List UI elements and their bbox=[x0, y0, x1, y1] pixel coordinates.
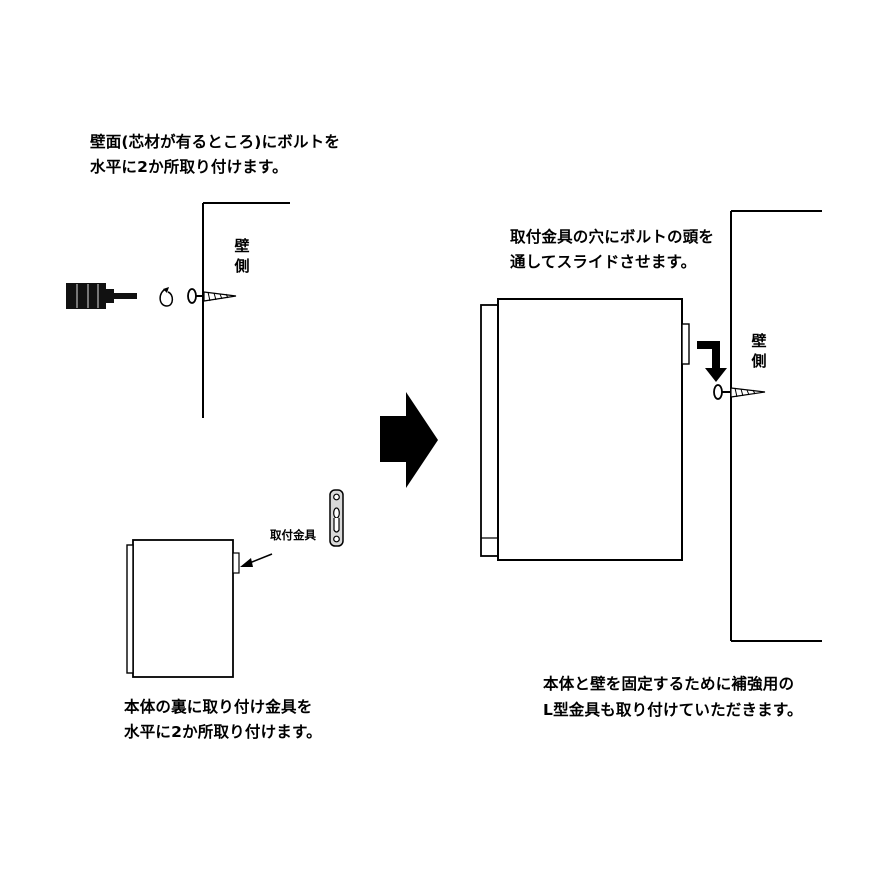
wall-label-char-2: 側 bbox=[751, 352, 767, 370]
wall-label-char-2: 側 bbox=[234, 257, 250, 275]
bolt-2 bbox=[713, 384, 766, 400]
rotation-arrow-icon bbox=[159, 287, 174, 307]
cabinet-2 bbox=[480, 298, 690, 561]
step2-instruction-line1: 本体の裏に取り付け金具を bbox=[124, 698, 313, 716]
wall-label-char-1: 壁 bbox=[234, 237, 250, 255]
step2-instruction-line2: 水平に2か所取り付けます。 bbox=[124, 723, 322, 741]
step4-instruction-line2: L型金具も取り付けていただきます。 bbox=[543, 701, 803, 719]
wall-label-char-1: 壁 bbox=[751, 332, 767, 350]
step3-instruction-line1: 取付金具の穴にボルトの頭を bbox=[510, 228, 715, 246]
wall-2 bbox=[730, 210, 822, 642]
step3-wall-label: 壁 側 bbox=[750, 331, 768, 371]
bracket-pointer-arrow bbox=[240, 553, 273, 567]
step3-instruction-line2: 通してスライドさせます。 bbox=[510, 253, 697, 271]
next-step-arrow bbox=[380, 392, 438, 488]
cabinet-1 bbox=[126, 539, 240, 678]
bolt-1 bbox=[187, 288, 237, 304]
slide-down-arrow bbox=[697, 341, 727, 382]
mounting-bracket-icon bbox=[329, 489, 344, 547]
bracket-label: 取付金具 bbox=[270, 528, 316, 542]
wall-1 bbox=[202, 202, 290, 418]
screwdriver-icon bbox=[66, 283, 137, 309]
step4-instruction-line1: 本体と壁を固定するために補強用の bbox=[543, 675, 795, 693]
step1-instruction-line1: 壁面(芯材が有るところ)にボルトを bbox=[90, 133, 341, 151]
step1-instruction-line2: 水平に2か所取り付けます。 bbox=[90, 158, 288, 176]
step1-wall-label: 壁 側 bbox=[233, 236, 251, 276]
